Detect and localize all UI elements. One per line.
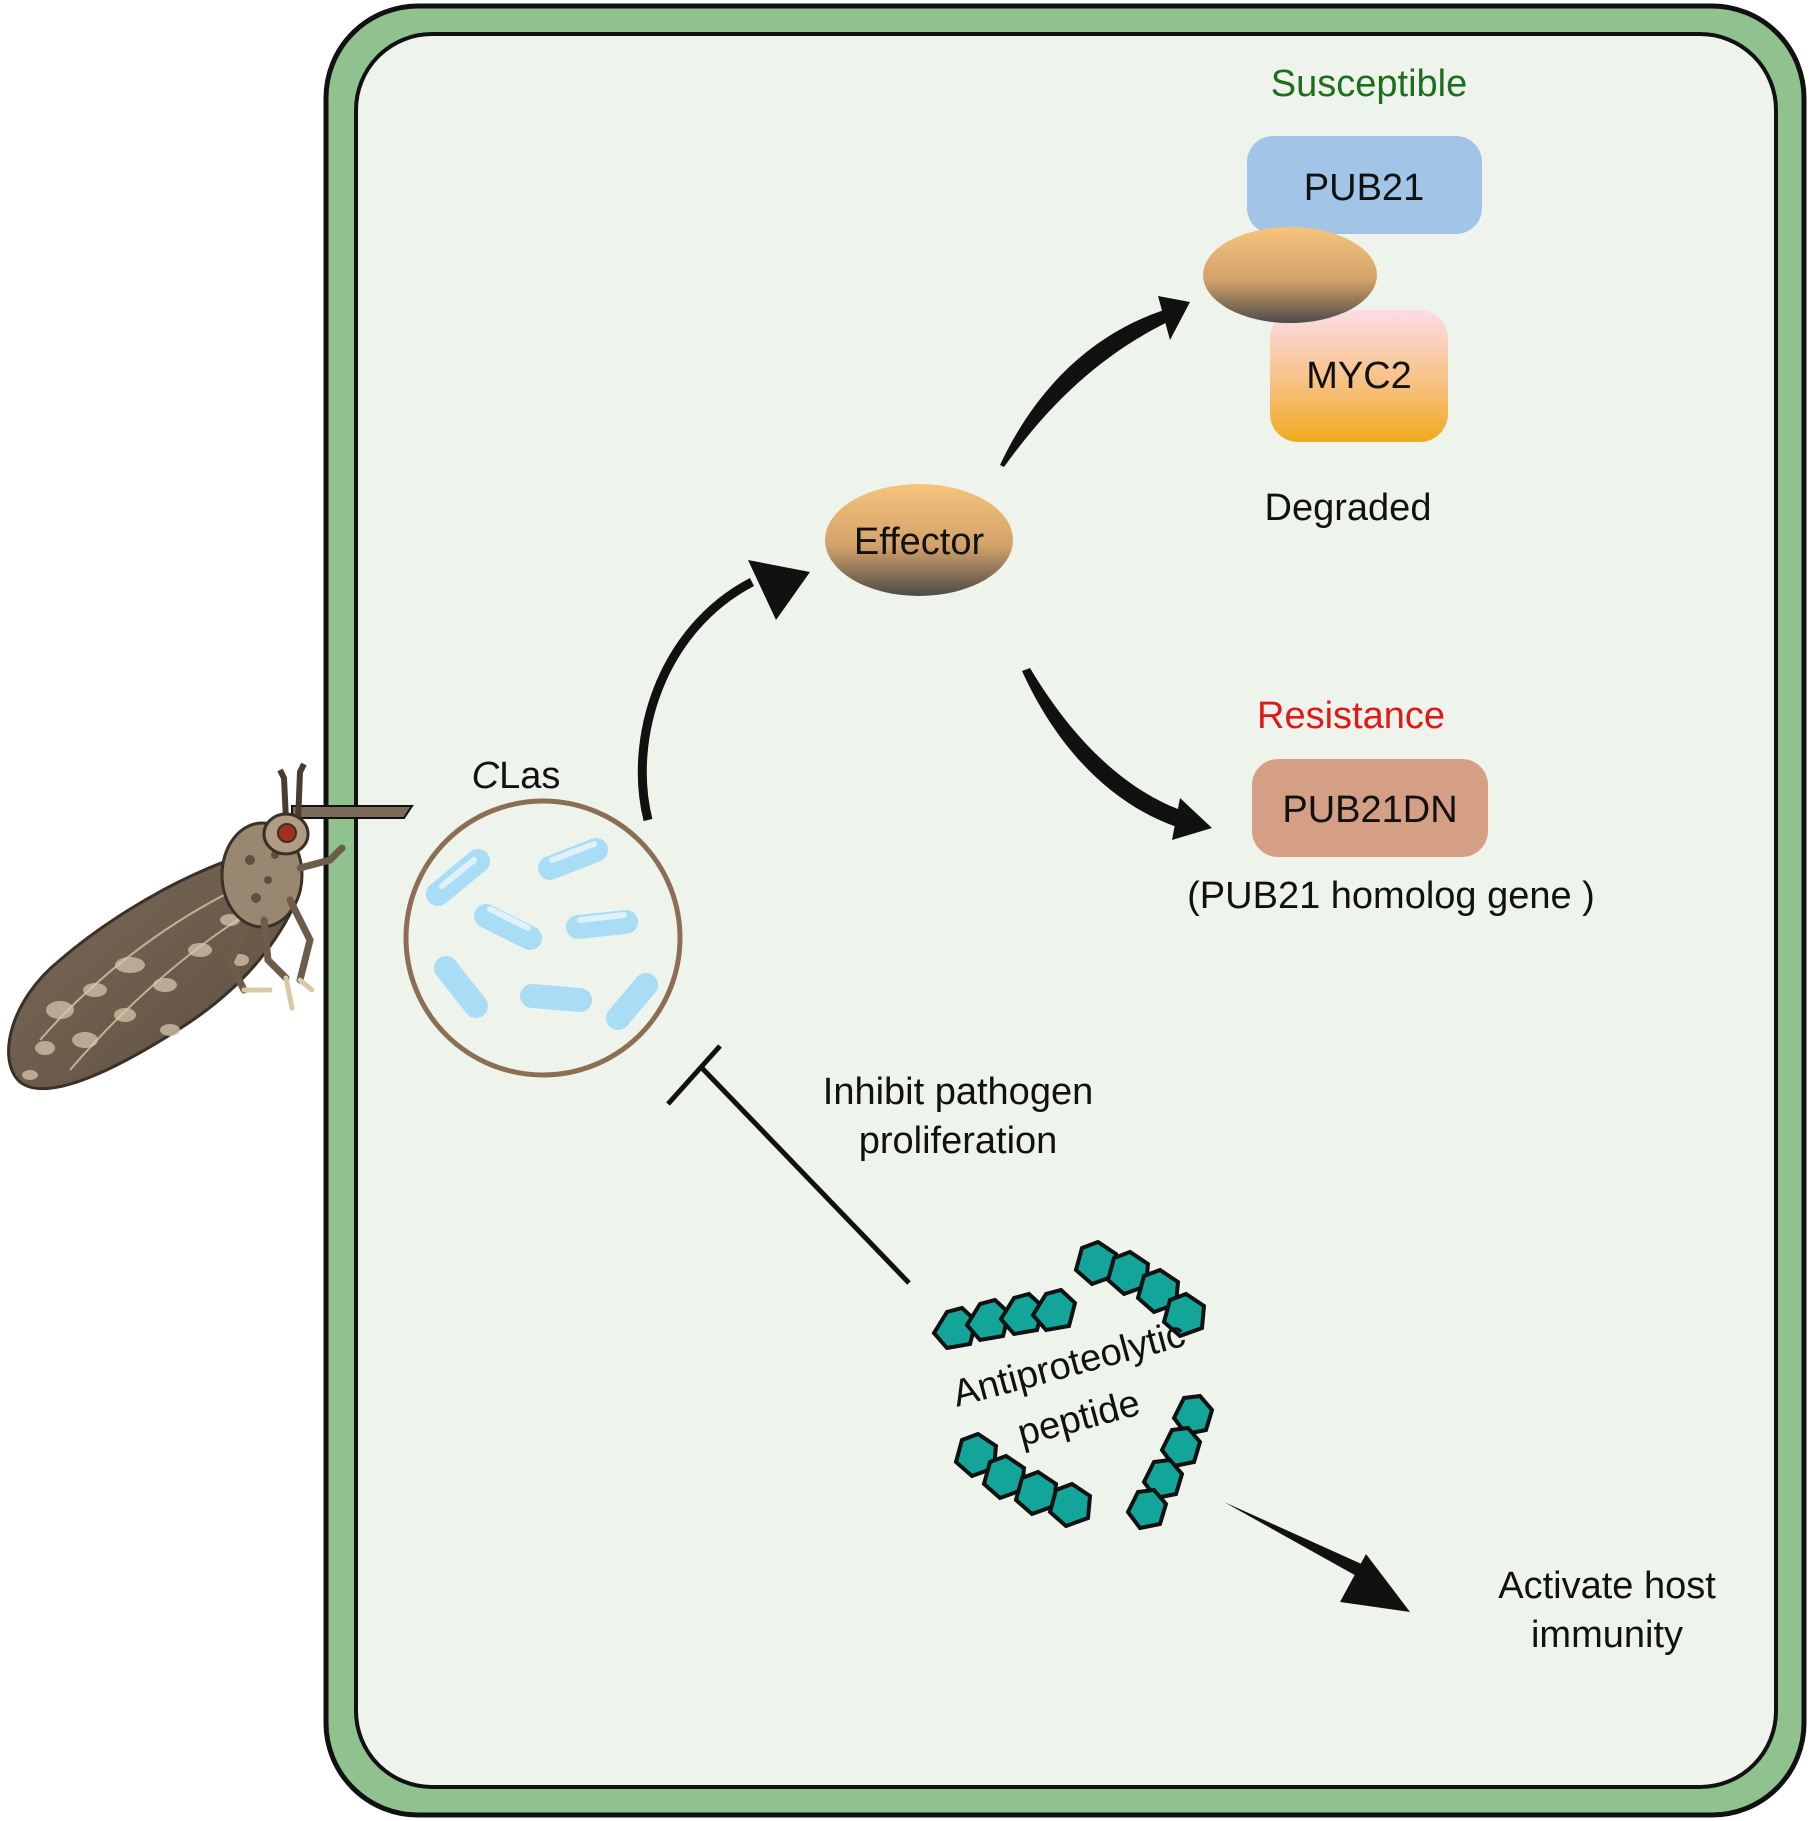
pub21-homolog-label: (PUB21 homolog gene ): [1187, 875, 1595, 917]
arrow-clas-to-effector: [637, 560, 810, 822]
myc2-box: [1270, 310, 1448, 442]
pub21-label: PUB21: [1304, 167, 1424, 209]
peptide-unit: [1047, 1481, 1093, 1529]
effector-label: Effector: [854, 521, 985, 563]
psyllid-wing: [7, 843, 294, 1091]
clas-ring: [403, 798, 683, 1078]
clas-label: CLas: [472, 755, 561, 797]
effector-oval: [825, 484, 1013, 596]
peptide-chain: [953, 1431, 1093, 1529]
peptide-unit: [931, 1305, 979, 1351]
arrow-peptide-to-immunity: [1224, 1502, 1410, 1612]
peptide-unit: [964, 1297, 1012, 1343]
peptide-unit: [1161, 1291, 1207, 1339]
inhibit-label-line1: Inhibit pathogen: [823, 1071, 1093, 1113]
susceptible-label: Susceptible: [1271, 63, 1467, 105]
peptide-chain: [1073, 1239, 1207, 1339]
bacterium: [426, 849, 490, 906]
psyllid-eye: [277, 823, 297, 843]
plant-cell: [323, 3, 1807, 1818]
degraded-label: Degraded: [1265, 487, 1432, 529]
pub21dn-label: PUB21DN: [1282, 789, 1457, 831]
cell-interior: [354, 32, 1778, 1789]
immunity-label-line2: immunity: [1531, 1614, 1683, 1656]
bacterium: [606, 973, 658, 1030]
peptide-chains: [931, 1239, 1215, 1531]
peptide-chain: [931, 1287, 1078, 1351]
arrow-effector-to-complex: [1000, 296, 1190, 467]
myc2-label: MYC2: [1306, 355, 1412, 397]
peptide-unit: [1171, 1393, 1215, 1437]
immunity-label-line1: Activate host: [1498, 1565, 1716, 1607]
resistance-label: Resistance: [1257, 695, 1445, 737]
effector-oval-bound: [1203, 227, 1377, 323]
bacterium: [520, 984, 592, 1012]
peptide-unit: [998, 1291, 1046, 1337]
peptide-unit: [1159, 1425, 1203, 1469]
inhibit-label-line2: proliferation: [859, 1120, 1058, 1162]
stylet: [291, 805, 414, 819]
bacterium: [566, 910, 638, 939]
arrow-effector-to-resistance: [1022, 668, 1212, 840]
bacterium: [474, 904, 542, 950]
bacteria-group: [426, 838, 658, 1030]
pub21dn-box: [1252, 759, 1488, 857]
bacterium: [434, 956, 488, 1018]
inhibition-line: [666, 1044, 911, 1285]
bacterium: [538, 838, 608, 880]
peptide-unit: [1125, 1487, 1169, 1531]
peptide-chain: [1125, 1393, 1215, 1531]
pub21-box: [1247, 136, 1482, 234]
peptide-unit: [1030, 1287, 1078, 1333]
psyllid-insect-icon: [7, 762, 414, 1091]
bacteria-highlights: [439, 841, 627, 931]
